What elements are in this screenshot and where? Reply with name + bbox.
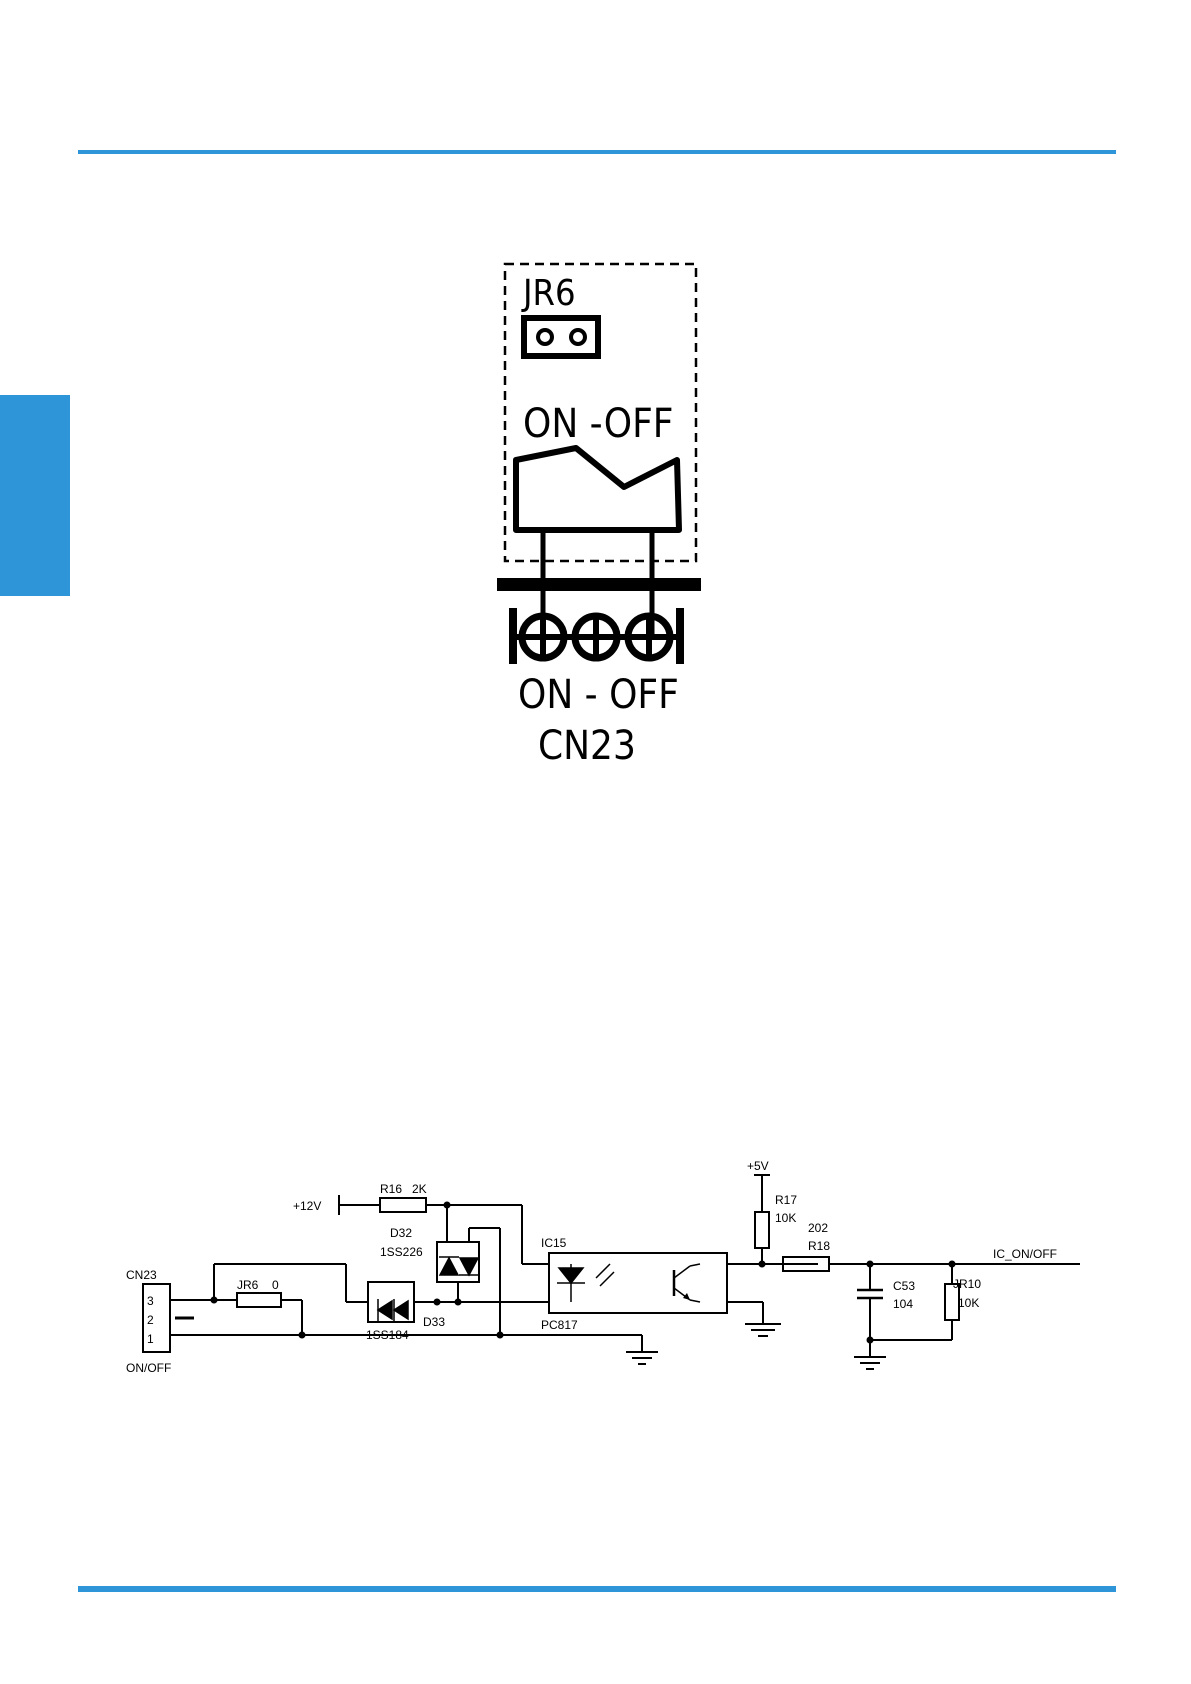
d32-part: 1SS226 (380, 1245, 423, 1259)
cn23-ref: CN23 (126, 1268, 157, 1282)
r18-ref: R18 (808, 1239, 830, 1253)
d32-diode-b (460, 1258, 478, 1275)
cn23-pin-1: 1 (147, 1332, 154, 1346)
d32-diode-a (440, 1258, 458, 1275)
d33-diode-a (378, 1301, 392, 1319)
jr6-resistor (237, 1293, 281, 1307)
r16-resistor (380, 1198, 426, 1212)
d33-ref: D33 (423, 1315, 445, 1329)
supply-5v-label: +5V (747, 1159, 769, 1173)
supply-12v-label: +12V (293, 1199, 321, 1213)
jr6-value: 0 (272, 1278, 279, 1292)
opto-led (559, 1268, 583, 1283)
ic15-part: PC817 (541, 1318, 578, 1332)
jr10-ref: JR10 (953, 1277, 981, 1291)
c53-ref: C53 (893, 1279, 915, 1293)
r18-value: 202 (808, 1221, 828, 1235)
c53-value: 104 (893, 1297, 913, 1311)
d32-ref: D32 (390, 1226, 412, 1240)
r16-ref: R16 (380, 1182, 402, 1196)
net-out-label: IC_ON/OFF (993, 1247, 1057, 1261)
r17-value: 10K (775, 1211, 796, 1225)
jr6-ref: JR6 (237, 1278, 259, 1292)
r17-resistor (755, 1212, 769, 1248)
r16-value: 2K (412, 1182, 427, 1196)
ic15-ref: IC15 (541, 1236, 567, 1250)
cn23-pin-2: 2 (147, 1313, 154, 1327)
r17-ref: R17 (775, 1193, 797, 1207)
d33-part: 1SS184 (366, 1328, 409, 1342)
cn23-name: ON/OFF (126, 1361, 171, 1375)
d33-diode-b (394, 1301, 408, 1319)
cn23-pin-3: 3 (147, 1294, 154, 1308)
jr10-value: 10K (958, 1296, 979, 1310)
